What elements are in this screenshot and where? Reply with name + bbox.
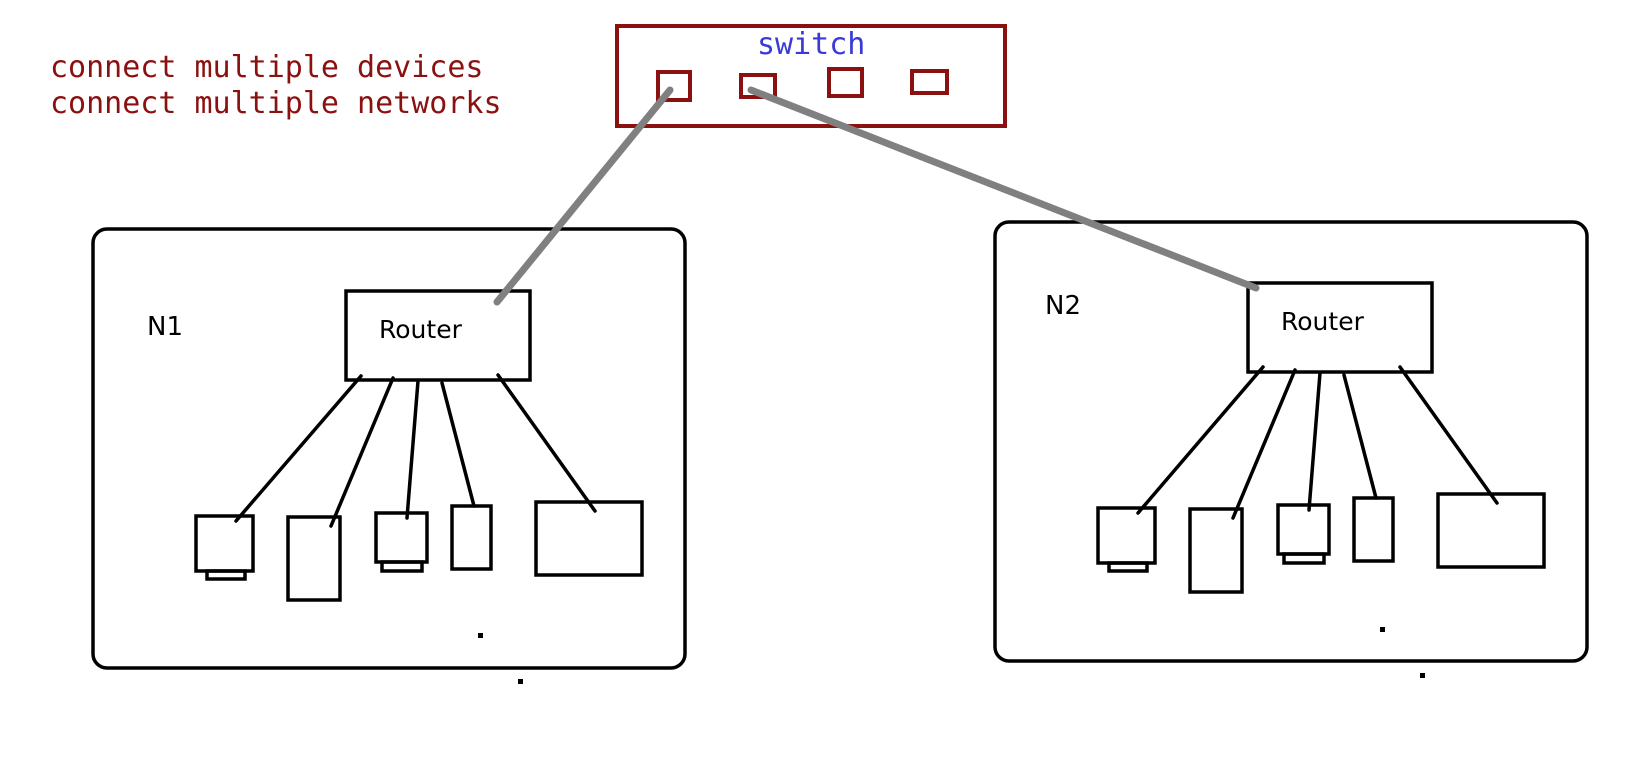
router-n1-label: Router: [379, 315, 463, 344]
n2-device-1: [1096, 506, 1157, 573]
n1-link-3: [405, 379, 420, 520]
switch-port-1: [656, 70, 692, 102]
network-n1-label: N1: [147, 312, 183, 342]
n1-link-4: [440, 381, 476, 508]
router-n1: [344, 289, 532, 382]
n1-ellipsis-dot-2: [518, 679, 523, 684]
switch-port-3: [827, 67, 864, 98]
uplink-n1: [493, 86, 674, 306]
network-n1: N1 Router: [91, 227, 687, 684]
n2-link-3: [1307, 371, 1322, 512]
switch-label: switch: [757, 27, 865, 62]
uplink-n2: [747, 86, 1260, 292]
n2-link-1: [1136, 365, 1265, 515]
n1-ellipsis-dot-1: [478, 633, 483, 638]
network-n1-boundary: [91, 227, 687, 670]
n2-device-4: [1352, 496, 1395, 563]
n2-link-2: [1231, 368, 1297, 520]
n1-device-1: [194, 514, 255, 581]
n1-device-5: [534, 500, 644, 577]
n2-ellipsis-dot-2: [1420, 673, 1425, 678]
network-n2-boundary: [993, 220, 1589, 663]
network-n2-label: N2: [1045, 291, 1081, 321]
n1-link-5: [496, 373, 597, 513]
network-n2: N2 Router: [993, 220, 1589, 678]
n2-device-5: [1436, 492, 1546, 569]
n1-device-2: [286, 515, 342, 602]
switch: switch: [615, 24, 1007, 128]
n2-link-5: [1398, 365, 1499, 505]
n1-device-3: [374, 511, 429, 573]
n1-link-1: [234, 374, 363, 523]
n1-device-4: [450, 504, 493, 571]
n2-device-2: [1188, 507, 1244, 594]
note-connect-networks: connect multiple networks: [50, 86, 502, 121]
switch-box: [615, 24, 1007, 128]
router-n2-label: Router: [1281, 307, 1365, 336]
router-n2: [1246, 281, 1434, 374]
n2-link-4: [1342, 373, 1378, 500]
n1-link-2: [329, 376, 395, 528]
note-connect-devices: connect multiple devices: [50, 50, 483, 85]
n2-device-3: [1276, 503, 1331, 565]
n2-ellipsis-dot-1: [1380, 627, 1385, 632]
switch-port-4: [910, 69, 949, 95]
switch-port-2: [739, 73, 777, 99]
